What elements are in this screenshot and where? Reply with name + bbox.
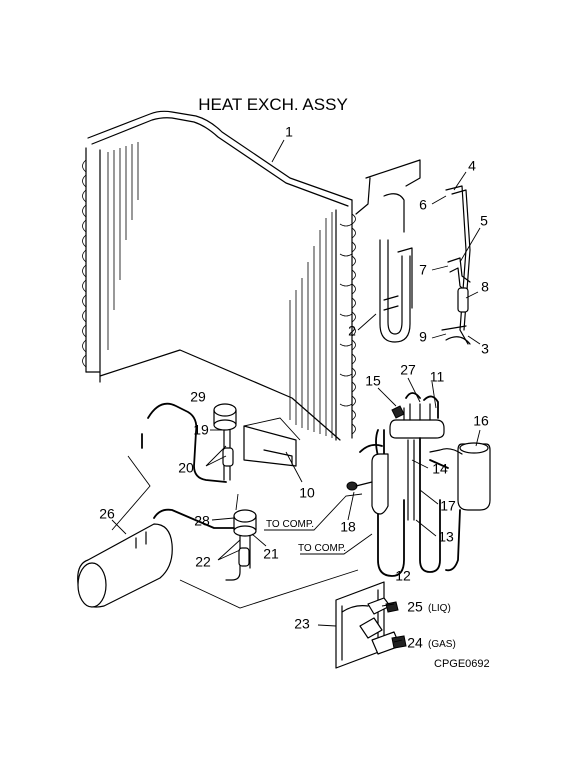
callout-24: 24	[407, 635, 423, 651]
callout-20: 20	[178, 460, 194, 476]
capillary-assembly	[441, 185, 471, 345]
diagram-title: HEAT EXCH. ASSY	[198, 95, 348, 114]
callout-25: 25	[407, 599, 423, 615]
callout-7: 7	[419, 262, 427, 278]
callout-16: 16	[473, 413, 489, 429]
gas-suffix: (GAS)	[428, 639, 456, 650]
service-valve-plate	[335, 581, 407, 669]
callout-2: 2	[348, 323, 356, 339]
callout-17: 17	[440, 498, 456, 514]
drawing-code: CPGE0692	[434, 658, 490, 670]
callout-5: 5	[480, 213, 488, 229]
to-comp-note-1: TO COMP.	[266, 519, 314, 530]
connection-lines	[111, 417, 373, 609]
callout-21: 21	[263, 546, 279, 562]
callout-10: 10	[299, 485, 315, 501]
callout-14: 14	[432, 461, 448, 477]
callout-13: 13	[438, 529, 454, 545]
valve-assembly-top	[141, 402, 237, 483]
callout-12: 12	[395, 568, 411, 584]
callout-28: 28	[194, 513, 210, 529]
to-comp-note-2: TO COMP.	[298, 543, 346, 554]
distributor-tubes	[355, 159, 421, 343]
heat-exchanger-coil	[82, 110, 356, 441]
callout-6: 6	[419, 197, 427, 213]
callout-26: 26	[99, 506, 115, 522]
callout-9: 9	[419, 329, 427, 345]
liquid-suffix: (LIQ)	[428, 603, 451, 614]
coil-fins	[107, 142, 333, 438]
callout-3: 3	[481, 341, 489, 357]
four-way-valve-assembly	[346, 392, 491, 577]
callout-22: 22	[195, 554, 211, 570]
callout-8: 8	[481, 279, 489, 295]
callout-labels: 1 2 3 4 5 6 7 8 9 10 11 12 13 14 15 16 1…	[99, 124, 489, 651]
valve-assembly-lower	[225, 509, 257, 581]
callout-23: 23	[294, 616, 310, 632]
callout-18: 18	[340, 519, 356, 535]
leader-lines	[111, 139, 481, 643]
callout-19: 19	[193, 422, 209, 438]
callout-27: 27	[400, 362, 416, 378]
callout-4: 4	[468, 158, 476, 174]
pipe-10	[243, 425, 297, 467]
callout-15: 15	[365, 373, 381, 389]
callout-11: 11	[430, 369, 445, 385]
callout-1: 1	[285, 124, 293, 140]
right-hairpins	[339, 213, 356, 435]
receiver-tank	[77, 508, 235, 608]
callout-29: 29	[190, 389, 206, 405]
left-hairpins	[82, 159, 87, 368]
